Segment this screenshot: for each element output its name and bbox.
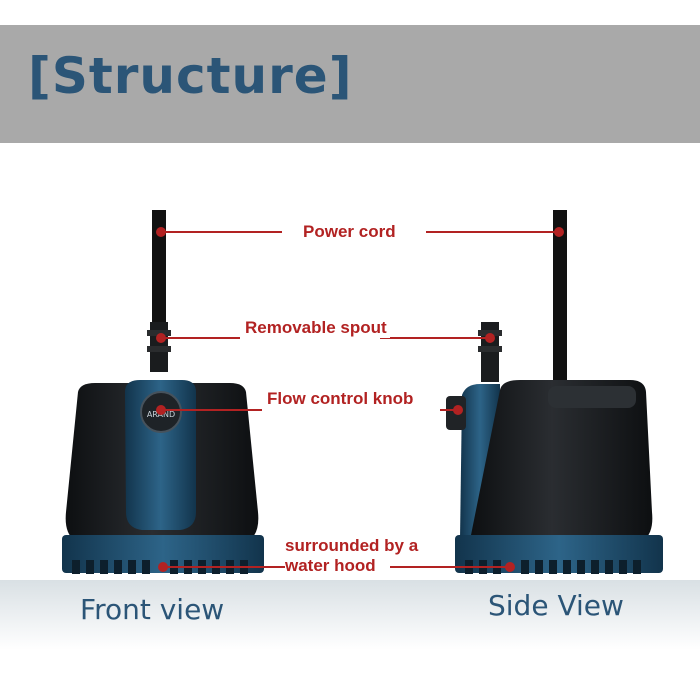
label-water-hood-line1: surrounded by a xyxy=(282,536,422,556)
caption-front-view: Front view xyxy=(80,593,225,626)
page-title: [Structure] xyxy=(28,47,353,105)
side-power-cord xyxy=(553,210,567,385)
callout-dots xyxy=(156,227,564,572)
front-power-cord xyxy=(152,210,166,325)
side-body xyxy=(470,380,653,540)
label-water-hood-line2: water hood xyxy=(285,556,376,575)
label-flow-control-knob: Flow control knob xyxy=(264,389,417,409)
label-removable-spout: Removable spout xyxy=(242,318,390,338)
callout-lines xyxy=(161,231,559,568)
side-top-lip xyxy=(548,386,636,408)
side-pump xyxy=(446,210,663,574)
floor-reflection xyxy=(0,580,700,650)
caption-side-view: Side View xyxy=(488,589,624,622)
structure-banner: [Structure] xyxy=(0,25,700,143)
label-power-cord: Power cord xyxy=(300,222,399,242)
front-pump: ARAND xyxy=(62,210,264,574)
